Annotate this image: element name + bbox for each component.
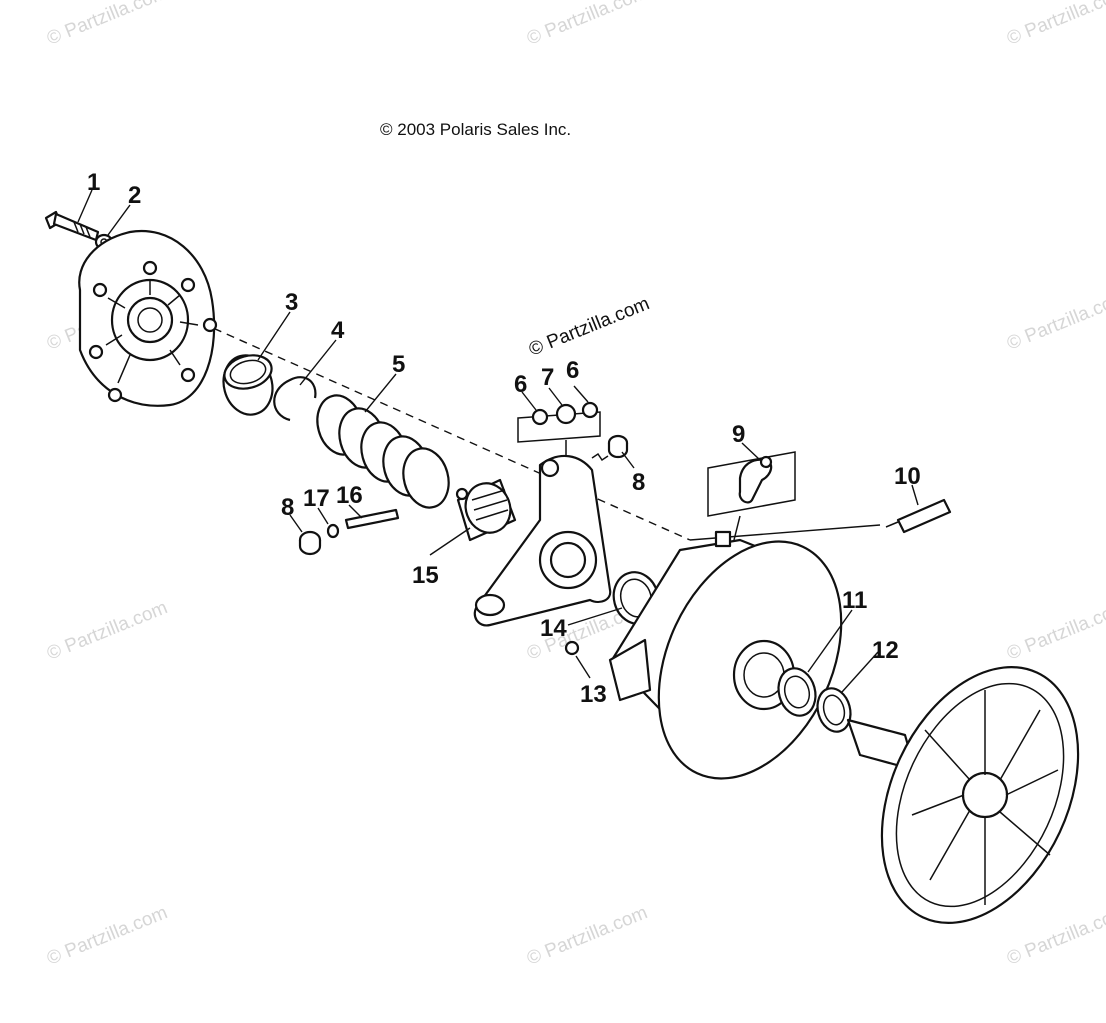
callout-1: 1 — [87, 169, 100, 196]
callout-6b: 6 — [566, 357, 579, 384]
callout-4: 4 — [331, 317, 345, 344]
part-1-bolt — [44, 210, 100, 242]
spider-arm — [473, 454, 612, 627]
watermark: © Partzilla.com — [524, 0, 651, 50]
callout-8b: 8 — [281, 494, 294, 521]
part-16-pin — [344, 508, 400, 530]
part-12-washer — [816, 687, 852, 733]
callout-12: 12 — [872, 637, 899, 664]
watermark: © Partzilla.com — [1004, 287, 1106, 354]
part-10-pin — [885, 498, 952, 534]
assembly-axis — [149, 299, 691, 541]
callout-8a: 8 — [632, 469, 645, 496]
part-8-button-right — [591, 434, 629, 462]
part-5-spring — [316, 394, 450, 509]
watermark: © Partzilla.com — [1004, 902, 1106, 969]
part-8-button-left — [298, 530, 322, 556]
part-7-roller — [555, 403, 577, 425]
part-13-nut — [564, 640, 580, 656]
callout-10: 10 — [894, 463, 921, 490]
callout-13: 13 — [580, 681, 607, 708]
fixed-sheave — [846, 666, 1080, 924]
callout-numbers: 1 2 3 4 5 6 7 6 8 9 10 8 17 16 15 11 12 … — [87, 169, 921, 708]
watermark: © Partzilla.com — [44, 597, 171, 664]
part-15-cam — [455, 478, 517, 542]
part-9-clip — [707, 451, 796, 541]
callout-16: 16 — [336, 482, 363, 509]
callout-5: 5 — [392, 351, 405, 378]
watermark: © Partzilla.com — [1004, 597, 1106, 664]
callout-15: 15 — [412, 562, 439, 589]
clutch-cover — [78, 229, 218, 407]
callout-17: 17 — [303, 485, 330, 512]
part-6-washer-right — [581, 401, 599, 419]
callout-2: 2 — [128, 182, 141, 209]
watermark-center: © Partzilla.com — [526, 293, 653, 360]
watermark: © Partzilla.com — [524, 902, 651, 969]
callout-11: 11 — [842, 587, 867, 614]
moveable-sheave — [608, 530, 843, 780]
callout-7: 7 — [541, 364, 554, 391]
watermark: © Partzilla.com — [44, 902, 171, 969]
leader-lines — [77, 189, 919, 693]
roller-arm-assembly — [517, 401, 601, 460]
part-11-bushing — [777, 667, 817, 717]
copyright-notice: © 2003 Polaris Sales Inc. — [380, 120, 571, 139]
callout-3: 3 — [285, 289, 298, 316]
watermark: © Partzilla.com — [1004, 0, 1106, 50]
part-3-bushing — [222, 354, 274, 416]
callout-14: 14 — [540, 615, 567, 642]
part-6-washer-left — [531, 408, 549, 426]
callout-6a: 6 — [514, 371, 527, 398]
watermark: © Partzilla.com — [44, 0, 171, 50]
part-17-ball — [326, 523, 340, 539]
part-4-snap-ring — [273, 376, 317, 422]
callout-9: 9 — [732, 421, 745, 448]
